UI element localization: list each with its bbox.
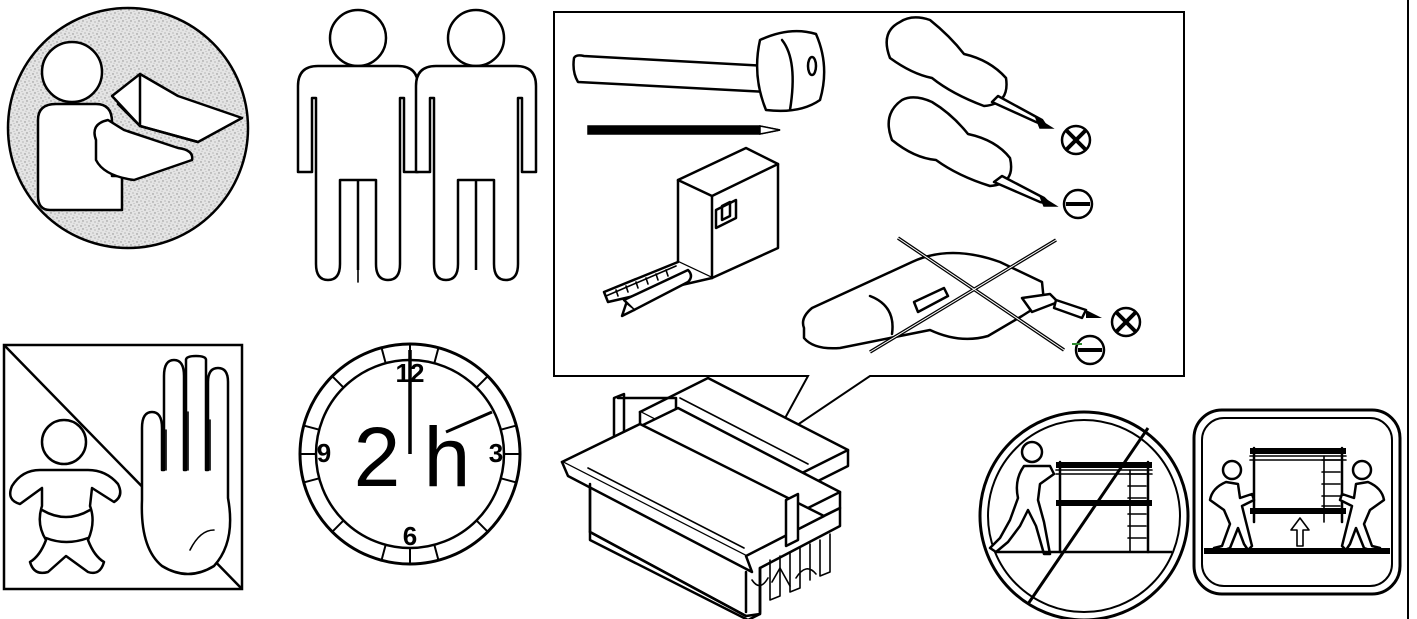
phillips-head-small-icon (1110, 306, 1142, 338)
clock-tick (331, 375, 345, 389)
clock-tick (433, 544, 440, 561)
clock-ticks (300, 344, 520, 564)
clock-number-3: 3 (489, 438, 503, 468)
clock-tick (475, 375, 489, 389)
phillips-screwdriver-icon (885, 16, 1055, 129)
lifted-bunk-bed-icon (1249, 446, 1347, 524)
stop-hand-icon (140, 354, 232, 576)
lift-with-two-persons-icon (1192, 408, 1402, 596)
clock-hour-hand (445, 410, 493, 434)
bunk-bed-icon (1055, 460, 1153, 554)
power-screwdriver-crossed-icon (801, 236, 1102, 354)
read-manual-icon (6, 6, 250, 250)
clock-tick (303, 424, 320, 431)
mallet-icon (572, 29, 826, 113)
clock-tick (500, 477, 517, 484)
clock-tick (331, 519, 345, 533)
clock-tick (303, 477, 320, 484)
clock-tick (475, 519, 489, 533)
assembly-time-clock-icon: 12 3 6 9 2 h (298, 342, 522, 566)
clock-number-6: 6 (403, 521, 417, 551)
clock-tick (380, 544, 387, 561)
do-not-drag-furniture-icon (978, 410, 1190, 619)
assembly-duration-label: 2 h (354, 410, 471, 504)
clock-number-9: 9 (317, 438, 331, 468)
tape-measure-icon (602, 146, 780, 318)
person-right (414, 8, 538, 282)
clock-tick (500, 424, 517, 431)
tools-required-icon (553, 11, 1185, 443)
clock-tick (380, 347, 387, 364)
flat-head-icon (1062, 188, 1094, 220)
flat-head-small-icon (1072, 334, 1106, 366)
two-persons-icon (296, 8, 538, 283)
keep-away-from-children-icon (2, 343, 244, 591)
baby-icon (9, 418, 122, 575)
pencil-icon (587, 125, 781, 135)
flat-screwdriver-icon (887, 96, 1059, 207)
clock-tick (433, 347, 440, 364)
person-left (296, 8, 420, 283)
phillips-head-icon (1060, 124, 1092, 156)
toolbox-icon (560, 376, 850, 619)
